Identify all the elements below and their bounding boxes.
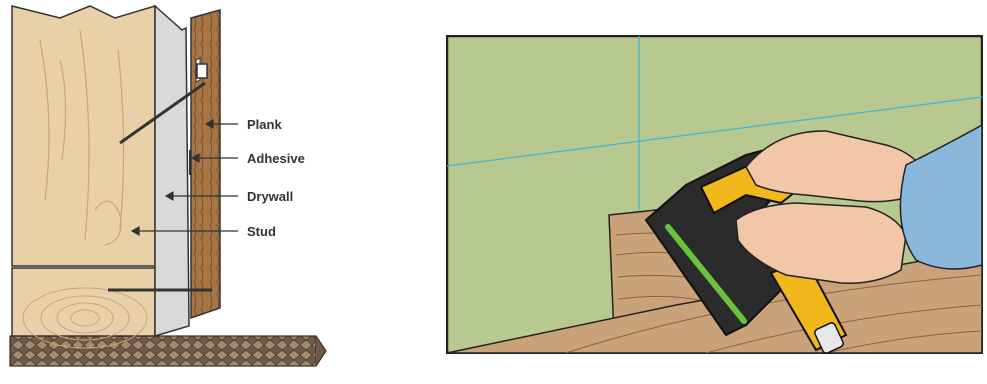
label-drywall: Drywall bbox=[247, 189, 293, 204]
wall-section-svg: Plank Adhesive Drywall Stud bbox=[0, 0, 340, 379]
wall-section-diagram: Plank Adhesive Drywall Stud bbox=[0, 0, 340, 379]
plank bbox=[191, 10, 220, 318]
label-plank: Plank bbox=[247, 117, 282, 132]
floor-subfloor bbox=[10, 336, 316, 366]
nail-gun-illustration bbox=[446, 35, 983, 354]
stud-vertical bbox=[12, 6, 155, 266]
label-stud: Stud bbox=[247, 224, 276, 239]
label-adhesive: Adhesive bbox=[247, 151, 305, 166]
nail-gun-icon bbox=[446, 35, 983, 354]
drywall bbox=[155, 6, 189, 336]
